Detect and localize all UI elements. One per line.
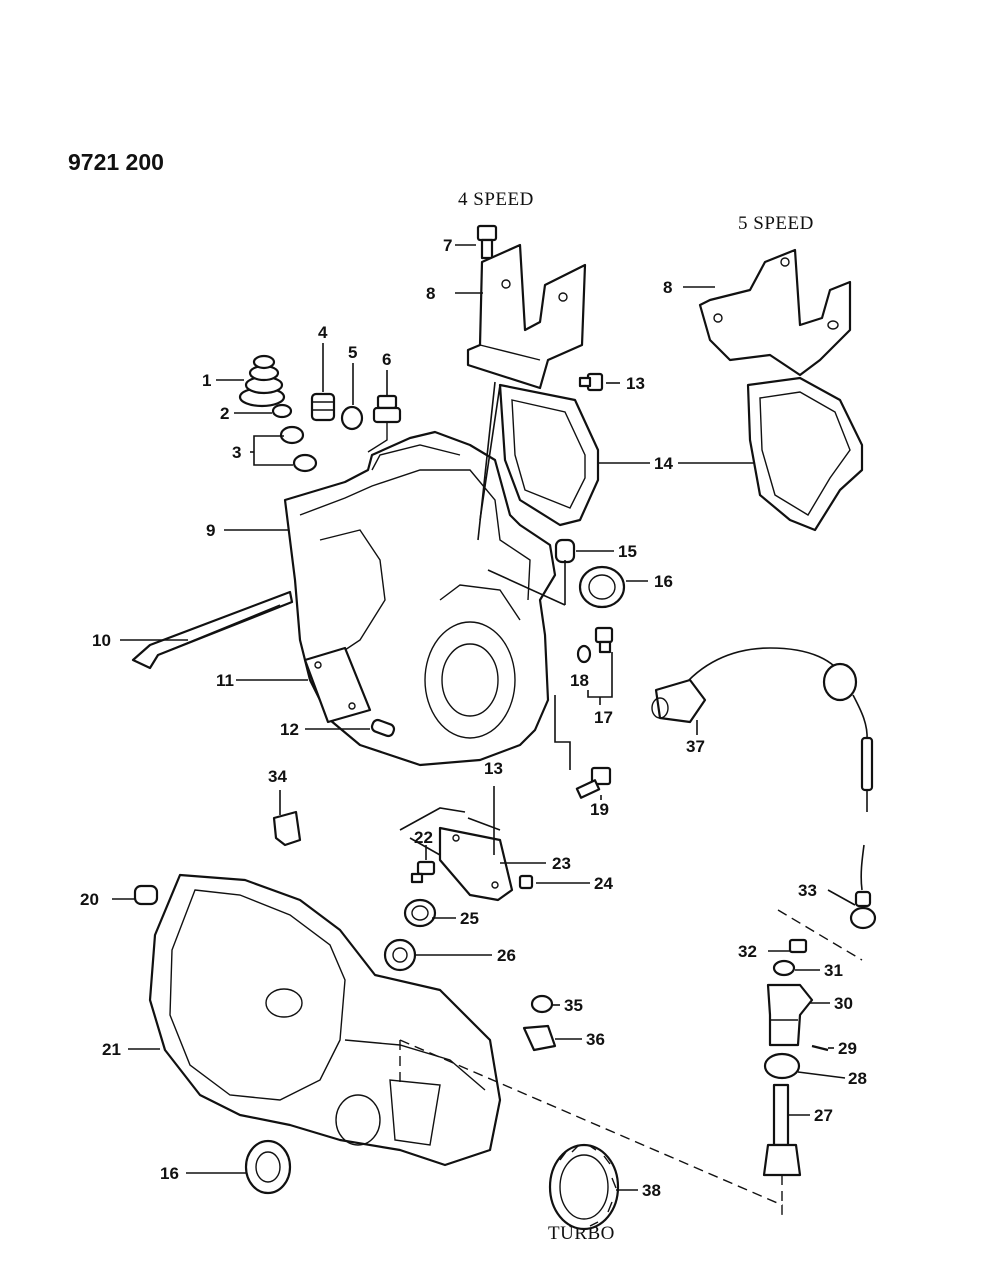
part-plug-20: [133, 884, 159, 906]
callout-31: 31: [824, 961, 843, 980]
part-plug: [310, 392, 336, 422]
callout-3: 3: [232, 443, 241, 462]
callout-35: 35: [564, 996, 583, 1015]
leader-lines: [112, 244, 856, 1191]
diagram-number: 9721 200: [68, 149, 164, 175]
part-driven-gear: [762, 1083, 802, 1177]
callout-14: 14: [654, 454, 673, 473]
part-drain-plug: [372, 394, 402, 424]
callout-16-lower: 16: [160, 1164, 179, 1183]
part-speedometer-sleeve: [766, 983, 814, 1047]
callout-30: 30: [834, 994, 853, 1013]
part-boot: [238, 354, 286, 408]
five-speed-caption: 5 SPEED: [738, 213, 814, 234]
part-bracket-4speed: [466, 243, 587, 390]
part-pin-29: [811, 1044, 829, 1052]
callout-1: 1: [202, 371, 211, 390]
callout-24: 24: [594, 874, 613, 893]
part-dowel-pin: [370, 718, 396, 738]
part-bracket-5speed: [698, 248, 852, 377]
part-plug-15: [554, 538, 576, 564]
part-bolt-13-top: [578, 372, 604, 392]
part-bolt-7: [476, 224, 498, 260]
part-clutch-housing: [148, 873, 502, 1167]
part-o-ring: [763, 1052, 801, 1080]
part-guide-plate: [131, 590, 294, 670]
part-screw-24: [518, 874, 534, 890]
assembly-lines: [399, 381, 863, 1215]
callout-9: 9: [206, 521, 215, 540]
part-cover-plate: [303, 646, 372, 724]
part-rear-cover-5speed: [746, 376, 864, 532]
part-bracket-23: [438, 826, 514, 902]
callout-2: 2: [220, 404, 229, 423]
callout-36: 36: [586, 1030, 605, 1049]
part-clip-34: [272, 810, 302, 847]
part-cable-end-33: [849, 844, 877, 930]
callout-34: 34: [268, 767, 287, 786]
part-cap-35: [530, 994, 554, 1014]
part-washer-31: [772, 959, 796, 977]
callout-18: 18: [570, 671, 589, 690]
callout-37: 37: [686, 737, 705, 756]
callout-28: 28: [848, 1069, 867, 1088]
callout-25: 25: [460, 909, 479, 928]
part-gasket-4speed: [498, 383, 600, 527]
callout-10: 10: [92, 631, 111, 650]
callout-26: 26: [497, 946, 516, 965]
callout-4: 4: [318, 323, 328, 342]
callout-8-5speed: 8: [663, 278, 672, 297]
callout-15: 15: [618, 542, 637, 561]
callout-7: 7: [443, 236, 452, 255]
callout-21: 21: [102, 1040, 121, 1059]
callout-17: 17: [594, 708, 613, 727]
part-seal-25: [403, 898, 437, 928]
callout-12: 12: [280, 720, 299, 739]
callout-38: 38: [642, 1181, 661, 1200]
part-bolt-19: [575, 766, 612, 799]
callout-13-top: 13: [626, 374, 645, 393]
part-seal-small: [271, 403, 293, 419]
callout-22: 22: [414, 828, 433, 847]
part-speedometer-cable: [651, 647, 874, 812]
callout-8-4speed: 8: [426, 284, 435, 303]
part-gasket: [340, 405, 364, 431]
part-oil-seal-lower: [244, 1139, 292, 1195]
part-oil-seal-upper: [578, 565, 626, 609]
part-ring-gear-turbo: [548, 1143, 620, 1231]
part-bolt-32: [788, 938, 808, 954]
callout-16-upper: 16: [654, 572, 673, 591]
callout-33: 33: [798, 881, 817, 900]
part-bolt-22: [410, 860, 436, 884]
part-plug-bolt-17: [594, 626, 614, 654]
callout-6: 6: [382, 350, 391, 369]
callout-27: 27: [814, 1106, 833, 1125]
turbo-caption: TURBO: [548, 1223, 615, 1244]
callout-13-lower: 13: [484, 759, 503, 778]
callout-23: 23: [552, 854, 571, 873]
callout-numbers: 1 2 3 4 5 6 7 8 8 9 10 11 12 13 13 14 15…: [80, 236, 867, 1200]
callout-20: 20: [80, 890, 99, 909]
callout-5: 5: [348, 343, 357, 362]
callout-11: 11: [216, 671, 234, 690]
part-clip-36: [522, 1024, 557, 1052]
callout-29: 29: [838, 1039, 857, 1058]
part-cap-26: [383, 938, 417, 972]
callout-19: 19: [590, 800, 609, 819]
callout-32: 32: [738, 942, 757, 961]
four-speed-caption: 4 SPEED: [458, 189, 534, 210]
part-bushings: [279, 425, 318, 473]
part-washer-18: [576, 644, 592, 664]
